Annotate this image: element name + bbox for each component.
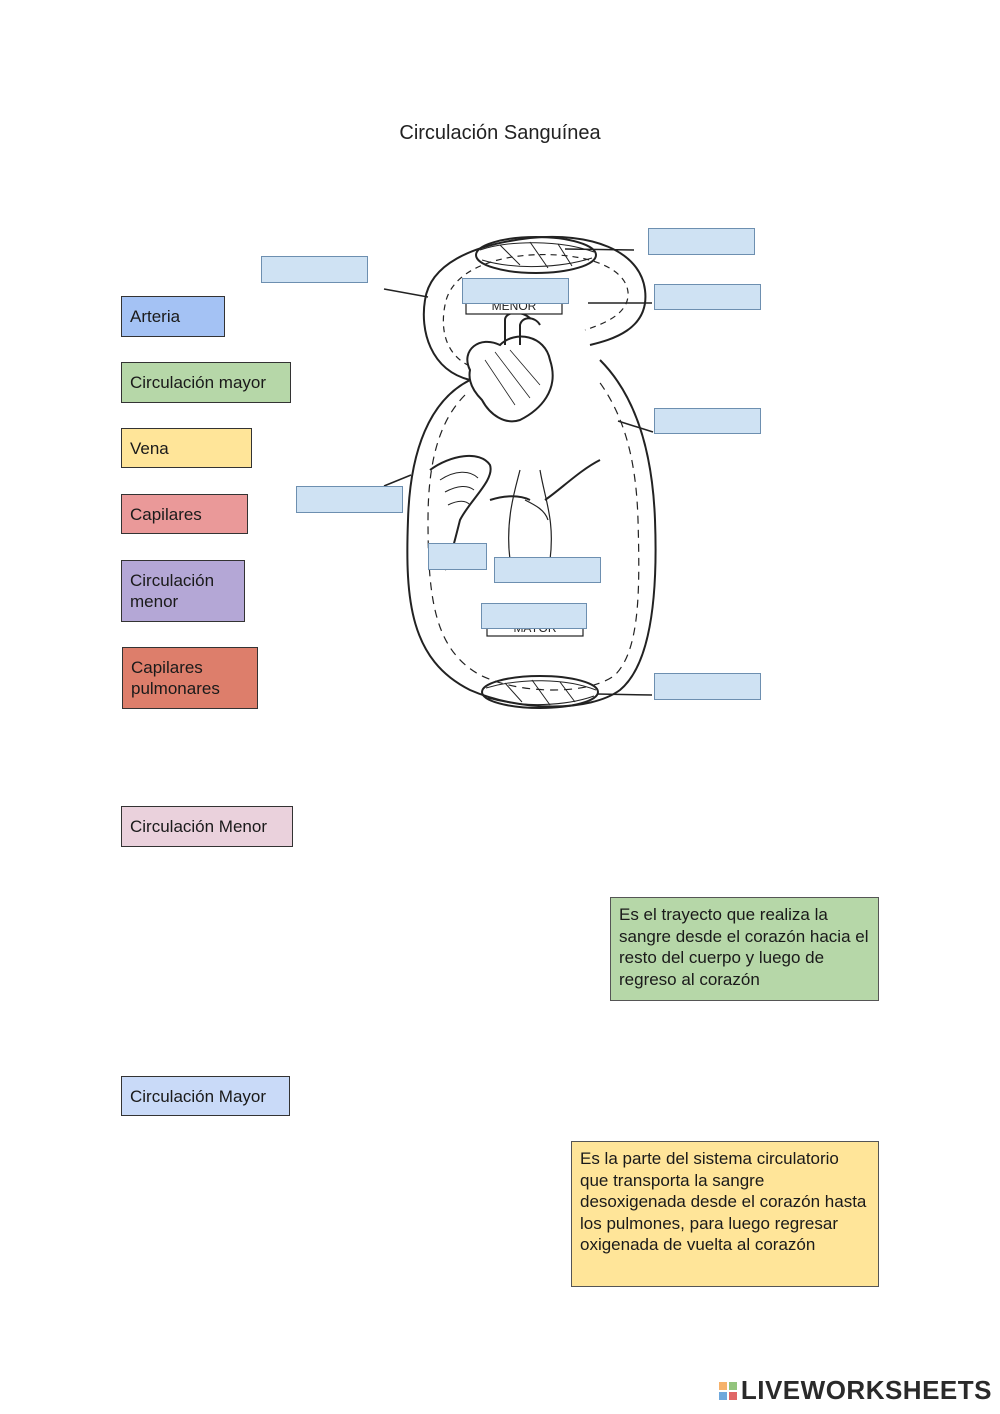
drop-zone-10[interactable] <box>654 673 761 700</box>
drop-zone-9[interactable] <box>481 603 587 629</box>
drop-zone-6[interactable] <box>296 486 403 513</box>
match-term-circulacion-mayor[interactable]: Circulación Mayor <box>121 1076 290 1116</box>
tile-capilares[interactable]: Capilares <box>121 494 248 534</box>
match-term-circulacion-menor[interactable]: Circulación Menor <box>121 806 293 847</box>
tile-arteria[interactable]: Arteria <box>121 296 225 337</box>
tile-circulacion-menor[interactable]: Circulación menor <box>121 560 245 622</box>
tile-circulacion-mayor[interactable]: Circulación mayor <box>121 362 291 403</box>
drop-zone-1[interactable] <box>261 256 368 283</box>
liveworksheets-logo: LIVEWORKSHEETS <box>718 1375 992 1406</box>
drop-zone-2[interactable] <box>648 228 755 255</box>
drop-zone-7[interactable] <box>428 543 487 570</box>
match-description-1[interactable]: Es el trayecto que realiza la sangre des… <box>610 897 879 1001</box>
brand-name: LIVEWORKSHEETS <box>740 1375 992 1405</box>
drop-zone-8[interactable] <box>494 557 601 583</box>
match-description-2[interactable]: Es la parte del sistema circulatorio que… <box>571 1141 879 1287</box>
drop-zone-4[interactable] <box>654 284 761 310</box>
drop-zone-3[interactable] <box>462 278 569 304</box>
drop-zone-5[interactable] <box>654 408 761 434</box>
page-title: Circulación Sanguínea <box>399 122 601 144</box>
tile-vena[interactable]: Vena <box>121 428 252 468</box>
tile-capilares-pulmonares[interactable]: Capilares pulmonares <box>122 647 258 709</box>
liveworksheets-logo-mark <box>718 1381 737 1400</box>
